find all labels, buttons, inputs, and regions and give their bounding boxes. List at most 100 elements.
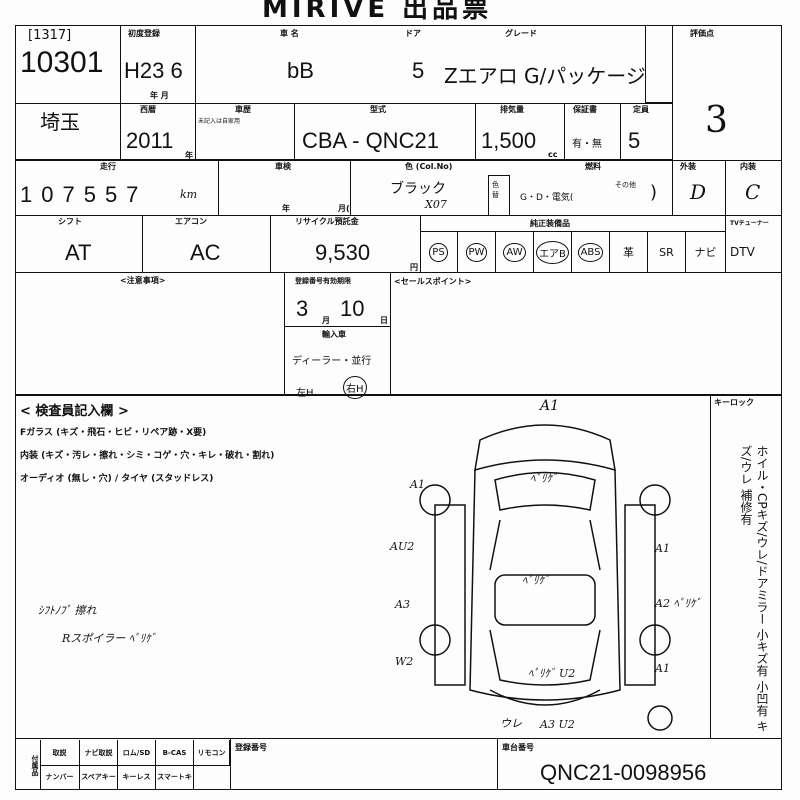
- mark: A1: [540, 398, 560, 414]
- accessory-item[interactable]: ナンバー: [40, 764, 80, 790]
- recycle-label: リサイクル預託金: [295, 217, 359, 226]
- color-label: 色 (Col.No): [405, 162, 453, 171]
- aircon-value: AC: [190, 240, 221, 265]
- accessory-item[interactable]: B-CAS: [156, 740, 194, 766]
- equipment-item[interactable]: AW: [496, 232, 534, 272]
- equipment-item[interactable]: ナビ: [686, 232, 726, 272]
- mark: ﾍﾟﾘｹﾞ U2: [528, 667, 576, 680]
- recycle-unit: 円: [410, 263, 418, 272]
- equipment-item[interactable]: 革: [610, 232, 648, 272]
- equipment-item[interactable]: SR: [648, 232, 686, 272]
- inspector-line-1: Fガラス (キズ・飛石・ヒビ・リペア跡・X要): [20, 428, 207, 438]
- model-label: 型式: [370, 105, 386, 114]
- accessory-item[interactable]: 取説: [40, 740, 80, 766]
- import-dealer: ディーラー・並行: [292, 356, 372, 367]
- chassis-box: [497, 738, 782, 790]
- notes-label: <注意事項>: [120, 276, 166, 285]
- wheel-rr: [639, 624, 671, 656]
- accessory-item[interactable]: スペアキー: [80, 764, 118, 790]
- displacement-label: 排気量: [500, 105, 524, 114]
- import-label: 輸入車: [322, 330, 346, 339]
- car-name-value: bB: [287, 58, 314, 83]
- reg-expiry-box: [284, 272, 391, 395]
- prefecture: 埼玉: [40, 110, 80, 134]
- car-name-label: 車 名: [280, 29, 299, 38]
- key-lock-label: キーロック: [714, 398, 754, 407]
- right-note: 補修有: [739, 488, 753, 525]
- hand-note-1: ｼﾌﾄﾉﾌﾞ 擦れ: [38, 604, 97, 617]
- wheel-fl: [419, 484, 451, 516]
- mark: A1: [410, 478, 425, 491]
- aircon-label: エアコン: [175, 217, 207, 226]
- mileage-label: 走行: [100, 162, 116, 171]
- accessory-item[interactable]: キーレス: [118, 764, 156, 790]
- sheet-title: MIRIVE 出品票: [262, 0, 493, 24]
- equipment-label: ABS: [577, 242, 604, 262]
- accessory-item[interactable]: リモコン: [194, 740, 230, 766]
- lot-code: [1317]: [28, 28, 72, 43]
- score-label: 評価点: [690, 29, 714, 38]
- reg-expiry-d: 日: [380, 316, 388, 325]
- accessory-item[interactable]: スマートキー: [156, 764, 194, 800]
- tv-value: DTV: [730, 245, 755, 259]
- color-change-label: 色替: [492, 181, 499, 199]
- warranty-label: 保証書: [573, 105, 597, 114]
- history-label: 車歴: [235, 105, 251, 114]
- car-diagram: [419, 424, 673, 731]
- interior-label: 内装: [740, 162, 756, 171]
- right-note: 小キズ有: [755, 628, 769, 677]
- import-right-value: 右H: [343, 376, 367, 399]
- lot-number: 10301: [20, 46, 104, 79]
- year-value: 2011: [126, 128, 174, 153]
- mark: W2: [395, 655, 414, 668]
- col-line: [645, 25, 673, 103]
- reg-number-label: 登録番号: [235, 743, 267, 752]
- exterior-value: D: [690, 180, 707, 204]
- mark: ﾍﾟﾘｹﾞ: [530, 472, 558, 485]
- col-line: [142, 215, 271, 273]
- fuel-other: その他: [615, 181, 636, 189]
- col-line: [195, 103, 295, 160]
- warranty-value[interactable]: 有・無: [572, 139, 602, 150]
- mileage-value: 107557: [20, 182, 148, 207]
- import-right[interactable]: 右H: [343, 376, 367, 399]
- col-line: [620, 103, 673, 160]
- equipment-label: PS: [429, 242, 448, 262]
- rear-bumper: [489, 689, 601, 706]
- first-reg-value: H23 6: [124, 58, 183, 83]
- color-value: ブラック: [390, 181, 446, 197]
- equipment-item[interactable]: ABS: [572, 232, 610, 272]
- exterior-label: 外装: [680, 162, 696, 171]
- reg-expiry-m: 月: [322, 316, 330, 325]
- rear: [489, 629, 601, 686]
- equipment-label: 純正装備品: [530, 219, 570, 228]
- equipment-item[interactable]: PS: [420, 232, 458, 272]
- wheel-rl: [419, 624, 451, 656]
- tv-label: TVチューナー: [730, 220, 769, 227]
- accessory-item[interactable]: ロム/SD: [118, 740, 156, 766]
- inspection-month: 月(: [338, 204, 350, 213]
- right-note: ホイル・CPキズ/ウレ/ドアミラー: [755, 445, 769, 625]
- year-label: 西暦: [140, 105, 156, 114]
- chassis-number: QNC21-0098956: [540, 760, 707, 785]
- equipment-item[interactable]: エアB: [534, 232, 572, 272]
- sales-point-label: <セールスポイント>: [394, 277, 472, 286]
- reg-expiry-label: 登録番号有効期限: [295, 277, 351, 285]
- doors-label: ドア: [405, 29, 421, 38]
- fuel-close: ): [650, 182, 658, 203]
- mark: AU2: [390, 540, 415, 553]
- displacement-value: 1,500: [481, 128, 537, 153]
- score-value: 3: [705, 100, 728, 141]
- equipment-item[interactable]: PW: [458, 232, 496, 272]
- mark: A3 U2: [540, 718, 575, 731]
- inspector-line-2: 内装 (キズ・汚レ・擦れ・シミ・コゲ・穴・キレ・破れ・割れ): [20, 451, 275, 461]
- inspection-label: 車検: [275, 162, 291, 171]
- accessory-item[interactable]: ナビ取説: [80, 740, 118, 766]
- right-note: 小凹有: [755, 680, 769, 717]
- fuel-label: 燃料: [585, 162, 601, 171]
- mark: ウレ: [500, 717, 522, 730]
- import-left[interactable]: 左H: [296, 388, 314, 399]
- wheel-fr: [639, 484, 671, 516]
- equipment-label: ナビ: [694, 246, 717, 259]
